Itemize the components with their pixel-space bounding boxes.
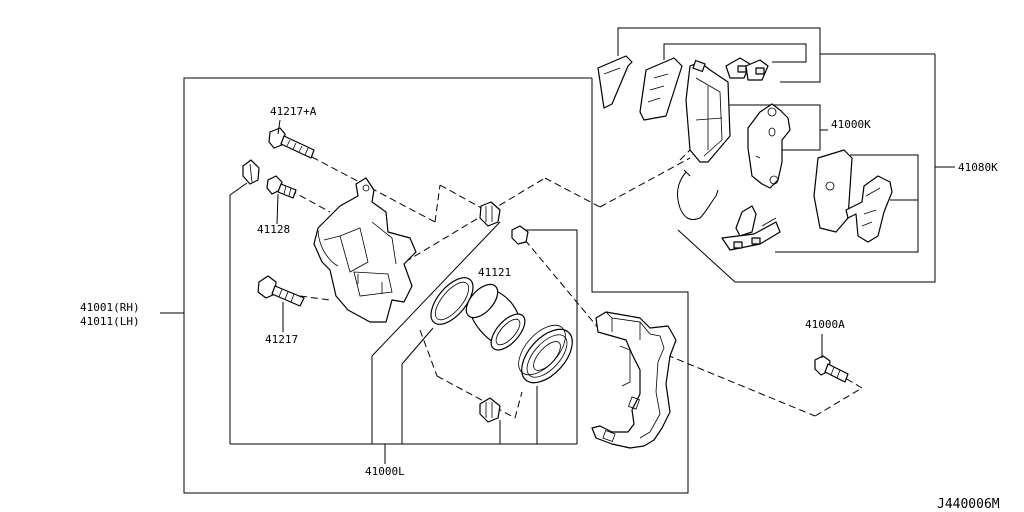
kit-l-leaders (229, 182, 578, 445)
piston-dust-boot (518, 324, 573, 384)
label-caliper-rh: 41001(RH) (80, 301, 140, 314)
guide-pin-bolt-a (268, 127, 315, 159)
label-bolt: 41217 (265, 333, 298, 346)
label-mount-bolt: 41000A (805, 318, 845, 331)
pin-sleeve (511, 225, 529, 245)
pad-wear-spring (677, 169, 719, 221)
guide-pin-bolt (257, 275, 305, 307)
pad-retainer-lower (721, 205, 781, 251)
caliper-body (313, 177, 417, 323)
piston (465, 283, 526, 351)
pin-boot-upper (479, 201, 501, 227)
label-piston: 41121 (478, 266, 511, 279)
pin-boot-lower (479, 397, 501, 423)
label-pad-set: 41080K (958, 161, 998, 174)
label-caliper-lh: 41011(LH) (80, 315, 140, 328)
pad-kit-bracket-lines (617, 27, 821, 83)
piston-seal (430, 277, 474, 325)
label-kit-l: 41000L (365, 465, 405, 478)
pad-shim-far-right (845, 175, 893, 243)
label-bolt-a: 41217+A (270, 105, 317, 118)
pad-shim-inner (639, 57, 683, 121)
bleeder-screw (266, 175, 297, 199)
pad-shim-right (813, 149, 853, 233)
bleeder-cap (242, 159, 260, 185)
brake-pad-inner (747, 103, 791, 189)
brake-pad-outer (685, 59, 731, 163)
pad-shim-outer (597, 55, 633, 109)
pad-set-bracket (677, 54, 936, 283)
caliper-assembly-frame (183, 77, 689, 494)
label-screw: 41128 (257, 223, 290, 236)
diagram-code: J440006M (937, 497, 1000, 512)
caliper-mounting-bracket (591, 311, 677, 449)
mounting-bolt (814, 355, 849, 383)
label-pad-kit-k: 41000K (831, 118, 871, 131)
pad-clips (725, 57, 769, 81)
